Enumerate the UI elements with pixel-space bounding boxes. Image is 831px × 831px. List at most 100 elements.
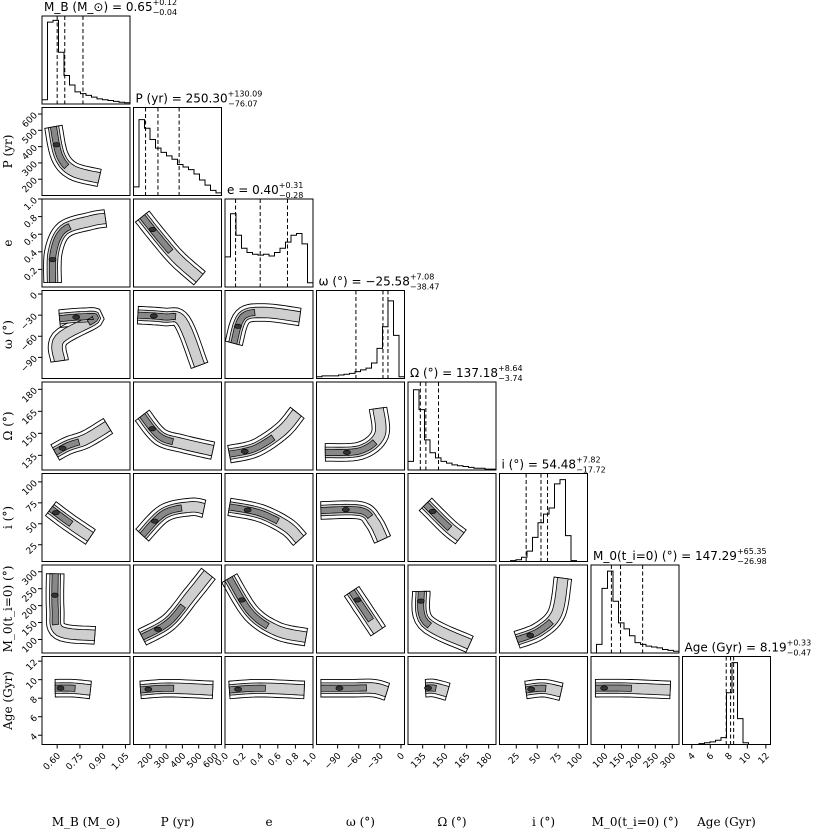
xtick-label-3-1: −60 — [344, 751, 365, 772]
ytick-label-5-2: 75 — [25, 500, 40, 515]
contour-core-3-2 — [234, 323, 242, 329]
hist-2 — [224, 213, 314, 287]
xtick-label-2-4: 0.8 — [284, 751, 301, 768]
ytick-label-1-0: 200 — [21, 176, 40, 195]
contour-core-5-4 — [428, 508, 437, 514]
param-title-2: e = 0.40+0.31−0.28 — [227, 181, 303, 200]
ytick-label-2-4: 1.0 — [23, 196, 40, 213]
panel-frame-1-1 — [133, 107, 222, 196]
contour-inner-3-0 — [58, 312, 99, 326]
xtick-label-3-2: −30 — [365, 751, 386, 772]
xtick-label-6-1: 150 — [608, 751, 627, 770]
title-minus-5: −17.72 — [576, 466, 606, 475]
panel-frame-7-6 — [590, 656, 680, 745]
contour-core-4-3 — [343, 449, 351, 455]
ylabel-5: i (°) — [1, 506, 15, 529]
panel-frame-5-2 — [224, 473, 314, 562]
panel-4-4: Ω (°) = 137.18+8.64−3.74 — [407, 364, 523, 471]
panel-frame-3-3 — [316, 290, 405, 379]
panel-frame-4-2 — [224, 381, 314, 471]
xtick-label-5-3: 100 — [566, 751, 585, 770]
xtick-label-4-0: 135 — [409, 751, 428, 770]
xtick-label-5-1: 50 — [528, 751, 543, 766]
xlabel-0: M_B (M_⊙) — [52, 815, 121, 829]
hist-4 — [407, 389, 497, 470]
contour-mid-4-1 — [137, 411, 215, 457]
panel-6-6: M_0(t_i=0) (°) = 147.29+65.35−26.98 — [590, 547, 767, 654]
xtick-label-6-0: 100 — [591, 751, 610, 770]
xtick-label-0-1: 0.75 — [65, 751, 86, 772]
title-name-1: P (yr) — [136, 92, 168, 106]
title-name-5: i (°) — [502, 458, 525, 472]
xtick-label-1-2: 400 — [169, 751, 188, 770]
xtick-label-3-3: 0 — [396, 751, 407, 762]
title-value-2: 0.40 — [252, 183, 279, 197]
xtick-label-7-0: 4 — [687, 751, 698, 762]
param-title-5: i (°) = 54.48+7.82−17.72 — [502, 456, 606, 475]
xlabel-6: M_0(t_i=0) (°) — [592, 815, 679, 829]
xtick-label-0-2: 0.90 — [87, 751, 108, 772]
title-value-1: 250.30 — [186, 92, 228, 106]
xtick-label-4-1: 150 — [431, 751, 450, 770]
panel-frame-0-0 — [41, 15, 131, 105]
xtick-label-1-3: 500 — [185, 751, 204, 770]
title-name-4: Ω (°) — [410, 366, 438, 380]
xtick-label-7-4: 12 — [757, 751, 772, 766]
panel-frame-5-5 — [499, 473, 588, 562]
contour-core-7-5 — [527, 686, 536, 692]
contour-inner-5-4 — [422, 501, 453, 531]
ytick-label-2-1: 0.4 — [23, 248, 40, 265]
contour-core-2-0 — [48, 257, 57, 263]
panel-frame-5-1 — [133, 473, 222, 562]
title-minus-7: −0.47 — [787, 649, 812, 658]
contour-core-7-0 — [56, 685, 65, 691]
contour-inner-3-2 — [230, 309, 256, 345]
panel-1-1: P (yr) = 250.30+130.09−76.07 — [133, 90, 263, 196]
ytick-label-7-2: 8 — [29, 695, 40, 706]
panel-0-0: M_B (M_⊙) = 0.65+0.12−0.04 — [41, 0, 177, 105]
contour-core-5-3 — [341, 507, 350, 513]
panel-3-2 — [224, 290, 314, 379]
contour-core-5-0 — [52, 510, 60, 516]
contour-core-7-4 — [424, 685, 432, 691]
panel-5-5: i (°) = 54.48+7.82−17.72 — [499, 456, 606, 562]
contour-mid-3-1 — [137, 309, 206, 368]
title-name-2: e — [227, 183, 234, 197]
panel-3-1 — [133, 290, 222, 379]
panel-4-3 — [316, 381, 405, 471]
panel-frame-7-1 — [133, 656, 222, 745]
title-value-0: 0.65 — [126, 0, 153, 14]
contour-inner-6-1 — [140, 603, 186, 641]
title-plus-1: +130.09 — [228, 90, 263, 99]
xtick-label-4-3: 180 — [475, 751, 494, 770]
xtick-label-3-0: −90 — [323, 751, 344, 772]
panel-frame-6-1 — [133, 564, 222, 654]
ytick-label-6-2: 200 — [21, 602, 40, 621]
contour-inner-6-0 — [51, 573, 59, 626]
panel-frame-2-1 — [133, 198, 222, 288]
xtick-label-2-2: 0.4 — [249, 751, 266, 768]
title-value-3: −25.58 — [365, 275, 409, 289]
ytick-label-7-4: 12 — [25, 658, 40, 673]
contour-inner-5-1 — [139, 504, 183, 538]
xlabel-5: i (°) — [532, 815, 555, 829]
panel-5-1 — [133, 473, 222, 562]
panel-4-2 — [224, 381, 314, 471]
panel-frame-6-2 — [224, 564, 314, 654]
ytick-label-4-0: 135 — [21, 452, 40, 471]
panel-frame-7-7 — [682, 656, 771, 745]
title-value-5: 54.48 — [542, 458, 576, 472]
title-name-0: M_B (M_⊙) — [44, 0, 108, 14]
hist-0 — [41, 19, 131, 104]
xlabel-1: P (yr) — [161, 815, 195, 829]
panel-2-1 — [133, 198, 222, 288]
title-value-6: 147.29 — [695, 549, 737, 563]
ytick-label-4-3: 180 — [21, 386, 40, 405]
panel-frame-7-4 — [407, 656, 497, 745]
panel-frame-6-4 — [407, 564, 497, 654]
param-title-4: Ω (°) = 137.18+8.64−3.74 — [410, 364, 523, 383]
panel-frame-3-1 — [133, 290, 222, 379]
ytick-label-5-3: 100 — [21, 479, 40, 498]
